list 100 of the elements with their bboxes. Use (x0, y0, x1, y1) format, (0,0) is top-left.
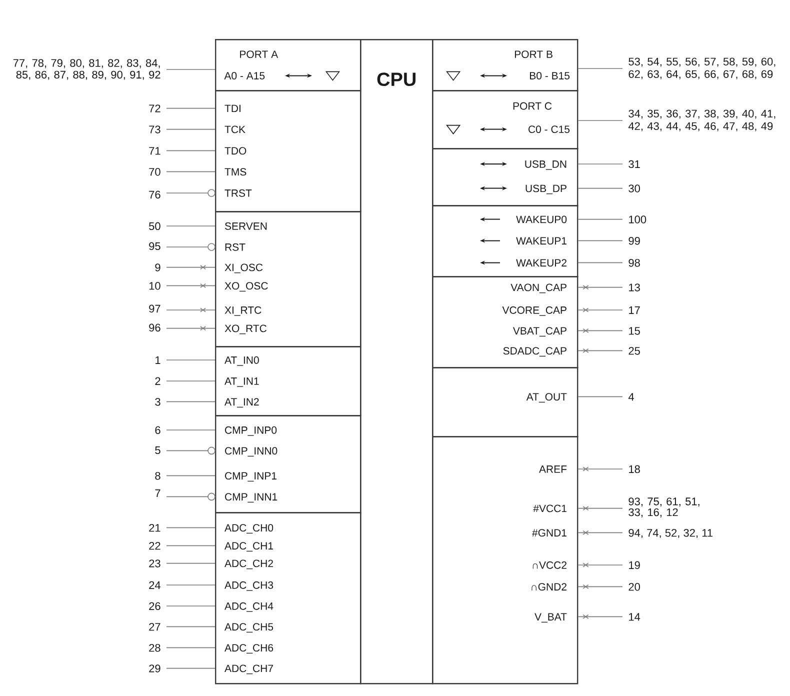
pin-group-box (432, 276, 578, 368)
pin-name: TCK (224, 126, 246, 134)
pin-number: 22 (149, 542, 160, 550)
pin-number: 28 (149, 644, 160, 652)
pin-number: 9 (155, 264, 160, 272)
pin-name: CMP_INN0 (225, 447, 278, 457)
pin-group-box: PORT C C0 - C15 (432, 90, 578, 150)
pin-line (166, 171, 216, 172)
pin-number: 34, 35, 36, 37, 38, 39, 40, 41, 42, 43, 44, 45, 46, 47, 48, 49 (628, 110, 776, 132)
pin-number: 53, 54, 55, 56, 57, 58, 59, 60, 62, 63, 64, 65, 66, 67, 68, 69 (628, 58, 776, 80)
cpu-box: CPU (360, 39, 434, 684)
pin-name: TDO (224, 147, 246, 155)
pin-group-box (215, 90, 362, 212)
pin-line (166, 401, 216, 402)
pin-line (166, 668, 216, 669)
pin-number: 8 (155, 472, 160, 480)
pin-name: #GND1 (532, 529, 566, 537)
pin-line (578, 188, 623, 189)
pin-number: 27 (149, 622, 160, 631)
pin-number: 2 (155, 377, 160, 385)
pin-name: TDI (224, 104, 240, 112)
pin-number: 7 (155, 489, 160, 497)
pin-line (578, 262, 623, 264)
pin-name: ADC_CH4 (224, 602, 274, 612)
pin-number: 4 (628, 393, 634, 401)
pin-number: 73 (149, 126, 160, 134)
pin-number: 98 (628, 258, 640, 267)
pin-name: VBAT_CAP (512, 327, 566, 337)
pin-name: SDADC_CAP (503, 347, 566, 357)
pin-number: 20 (628, 582, 640, 591)
pin-number: 76 (149, 190, 160, 199)
pin-group-box (432, 436, 578, 684)
pin-number: 14 (629, 613, 640, 621)
pin-number: 30 (628, 184, 640, 192)
pin-number: 71 (149, 147, 160, 155)
pin-name: AT_IN1 (224, 378, 259, 387)
pin-name: ADC_CH1 (224, 542, 273, 552)
pin-name: XO_OSC (224, 282, 268, 292)
pin-line (166, 189, 216, 197)
pin-name: RST (225, 243, 246, 251)
pin-line (166, 584, 216, 586)
pin-number: 18 (629, 465, 640, 474)
pin-number: 50 (149, 222, 160, 230)
pin-line (166, 150, 216, 152)
pin-number: 3 (155, 398, 160, 406)
pin-name: AREF (539, 466, 567, 473)
pin-name: VCORE_CAP (502, 306, 566, 316)
pin-number: 25 (628, 346, 640, 355)
pin-name: V_BAT (534, 613, 567, 623)
pin-number: 72 (149, 104, 160, 112)
pin-number: 6 (155, 426, 160, 434)
pin-name: SERVEN (224, 222, 267, 230)
pin-name: ADC_CH2 (224, 560, 273, 570)
pin-number: 100 (629, 216, 646, 224)
pin-name: XI_RTC (224, 306, 262, 316)
pin-group-box (215, 512, 362, 684)
pin-group-box (215, 211, 362, 348)
pin-line (166, 446, 216, 455)
pin-name: ∩GND2 (532, 583, 566, 591)
pin-number: 97 (149, 304, 160, 313)
pin-number: 99 (628, 236, 640, 245)
pin-name: ∩VCC2 (532, 561, 566, 569)
pin-number: 17 (629, 306, 640, 314)
pin-number: 31 (628, 160, 640, 168)
pin-number: 95 (149, 242, 160, 250)
pin-name: TRST (224, 189, 252, 197)
pin-number: 29 (149, 664, 160, 672)
pin-group-box: PORT B B0 - B15 (432, 39, 578, 92)
pin-number: 19 (629, 561, 640, 570)
pin-line (166, 108, 216, 109)
pin-number: 5 (155, 446, 160, 454)
pin-name: CMP_INN1 (225, 493, 278, 503)
pin-name: AT_IN0 (224, 356, 259, 366)
pin-group-box (432, 205, 578, 278)
pin-name: TMS (224, 168, 246, 176)
pin-line (166, 647, 216, 648)
pin-name: AT_IN2 (224, 398, 259, 408)
pin-name: ADC_CH6 (224, 644, 274, 654)
pin-group-box (432, 367, 578, 438)
pin-line (578, 68, 623, 69)
pin-group-box (215, 415, 362, 514)
pin-name: USB_DN (525, 160, 566, 170)
pin-number: 94, 74, 52, 32, 11 (628, 528, 712, 538)
pin-number: 23 (149, 560, 160, 568)
pin-line (166, 492, 216, 501)
pin-line (166, 545, 216, 546)
pin-name: #VCC1 (533, 504, 566, 512)
pin-line (166, 626, 216, 628)
pin-name: ADC_CH3 (224, 581, 274, 591)
pin-number: 70 (149, 168, 160, 176)
pin-name: ADC_CH5 (224, 623, 274, 633)
pin-name: CMP_INP1 (225, 472, 276, 482)
pin-number: 1 (156, 356, 160, 364)
pin-name: WAKEUP0 (516, 216, 567, 224)
pin-group-box (215, 346, 362, 416)
pin-line (166, 128, 216, 130)
pin-line (166, 69, 216, 70)
pin-line (578, 240, 623, 242)
pin-line (166, 475, 216, 476)
pin-name: VAON_CAP (510, 284, 566, 294)
